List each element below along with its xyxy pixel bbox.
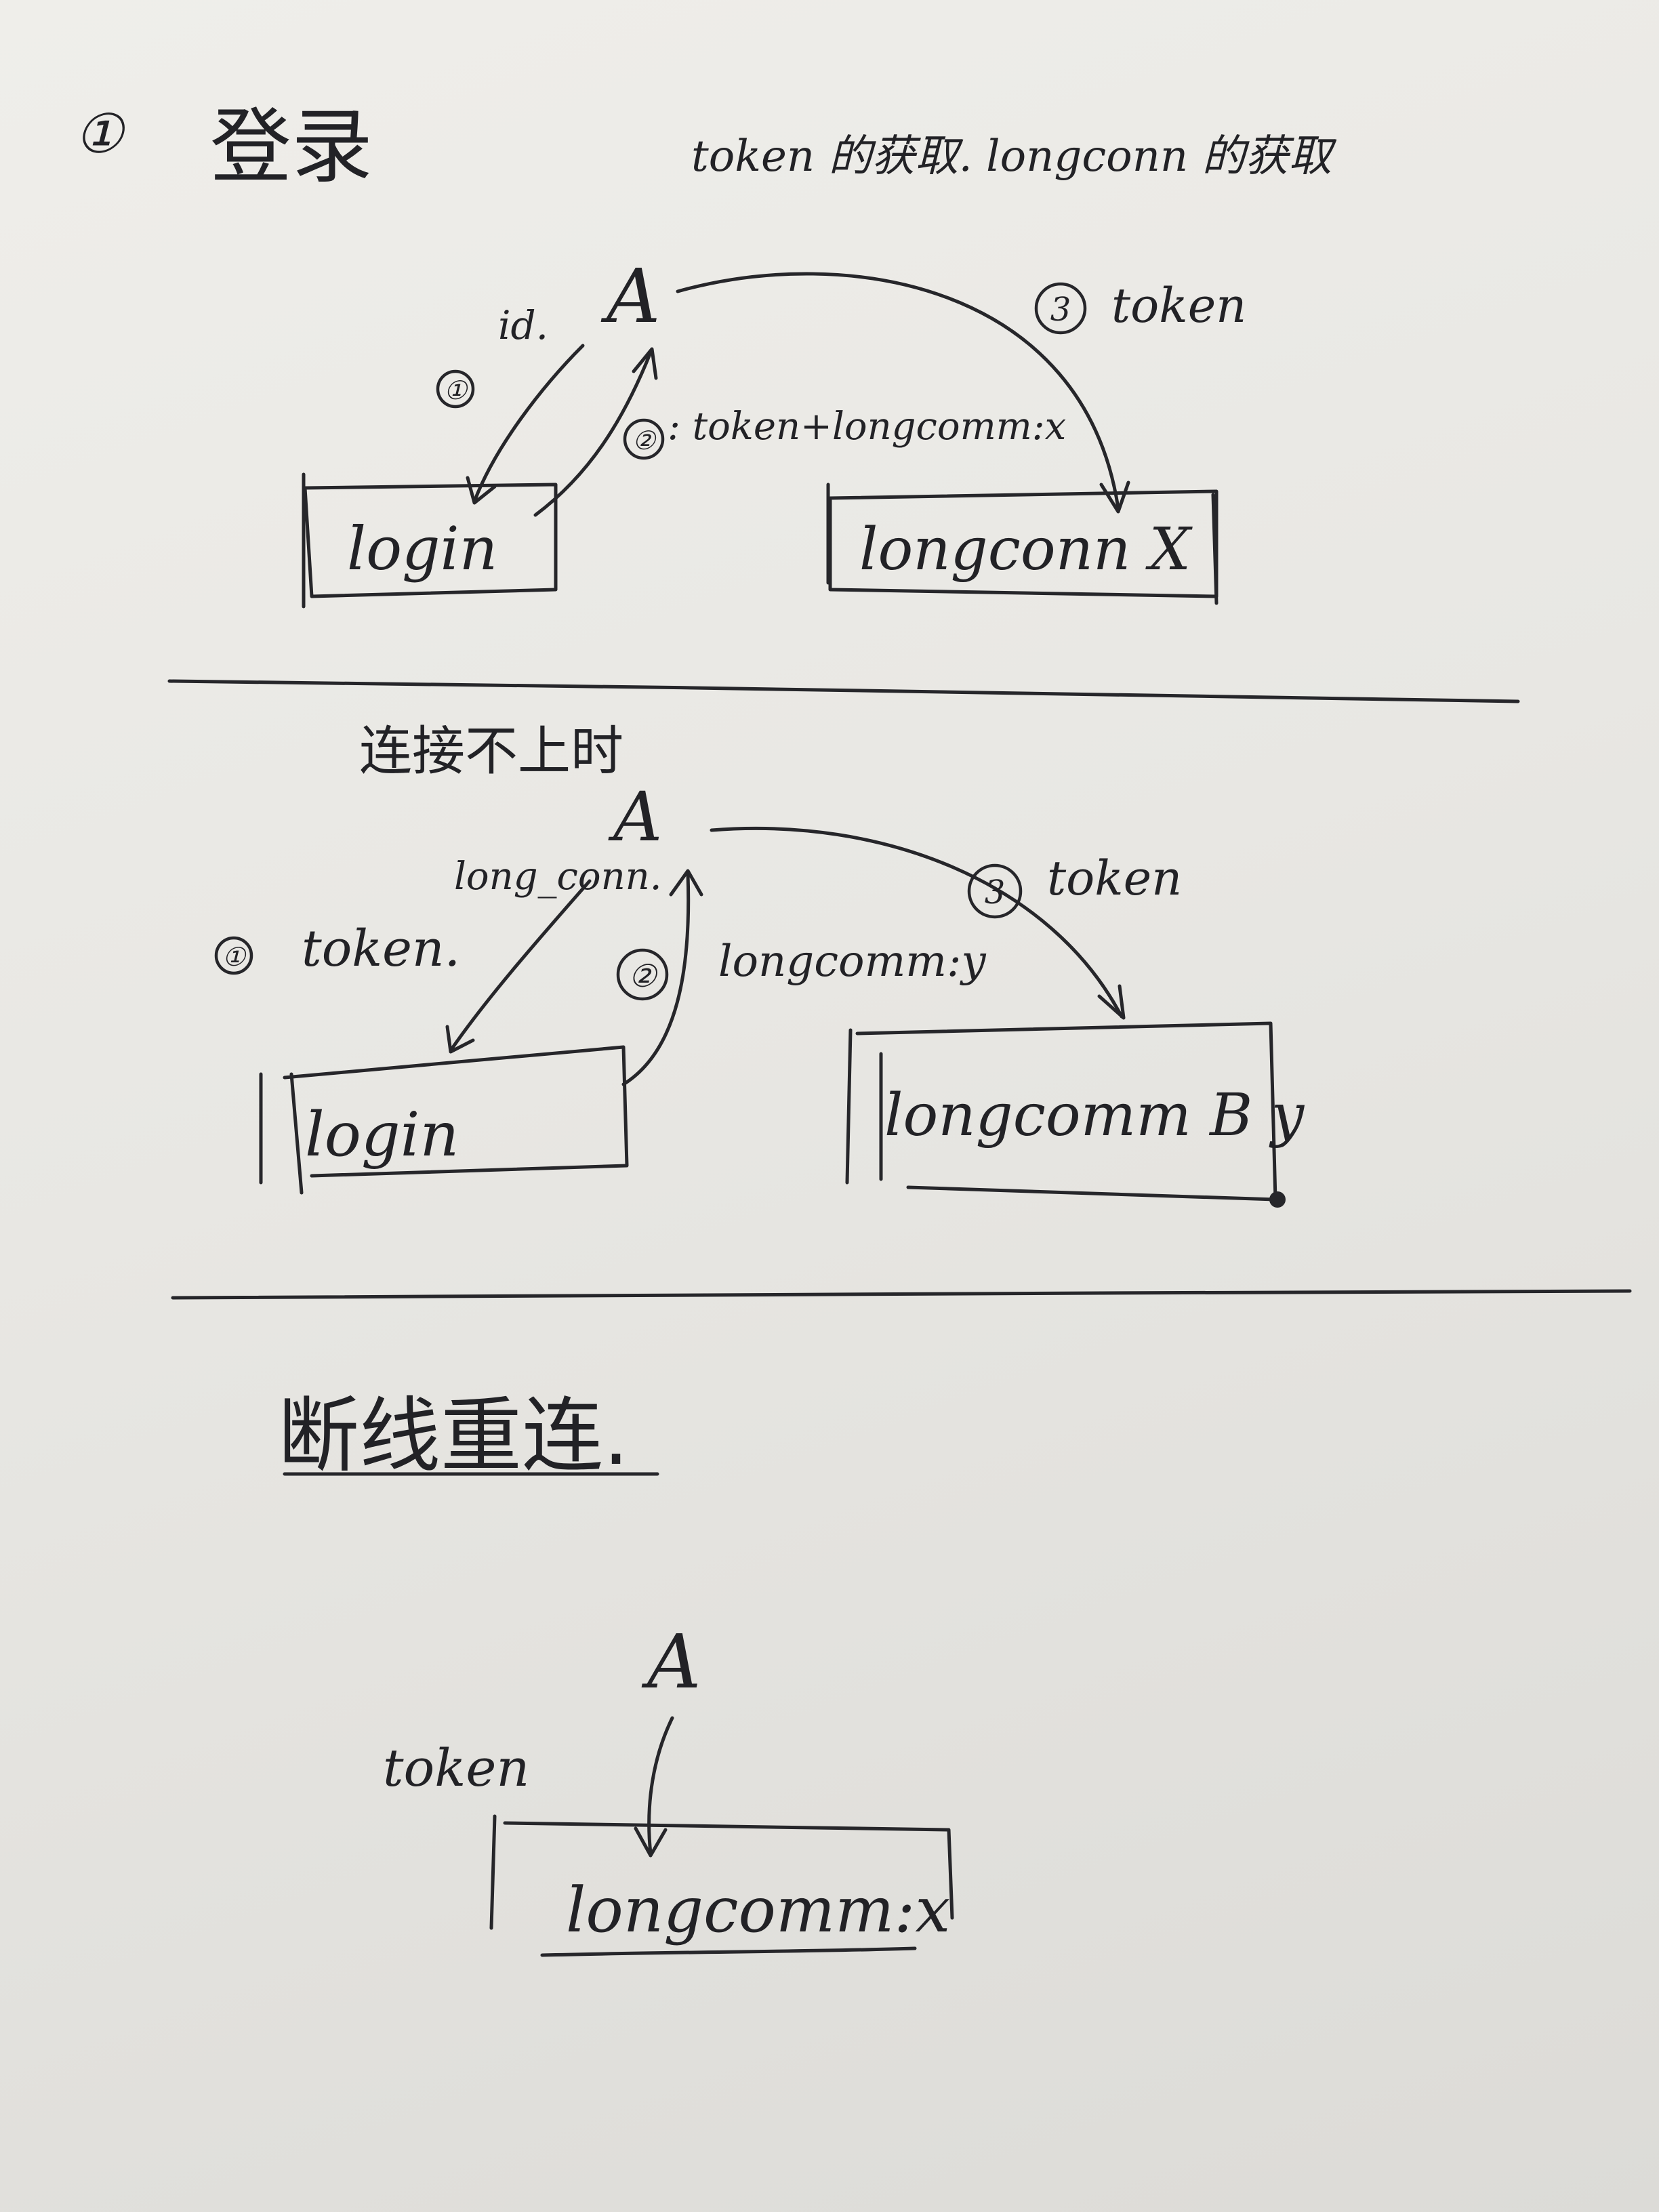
section-divider-1	[167, 679, 1520, 703]
section3-arrow-a-to-longcomm	[647, 1716, 674, 1856]
section2-login-box	[283, 1045, 629, 1178]
section1-title: 登录	[210, 100, 373, 194]
section1-edge2-num: ②	[632, 426, 657, 455]
section2-login-label: login	[305, 1099, 459, 1170]
section2-edge1-circle	[214, 936, 253, 975]
section2-edge3-circle	[967, 863, 1023, 919]
section3-longcomm-label: longcomm:x	[566, 1874, 950, 1946]
section2-edge1-note: long_conn.	[454, 855, 662, 899]
section1-edge2-circle	[623, 418, 665, 460]
section1-login-box	[303, 483, 558, 598]
section3-longcomm-box-bottom	[540, 1946, 917, 1957]
section2-arrowhead-login	[445, 1025, 475, 1054]
section1-edge1-num: ①	[444, 375, 468, 405]
section2-edge3-label: token	[1047, 851, 1182, 906]
section2-edge1-num: ①	[222, 942, 247, 972]
section2-edge2-circle	[616, 948, 669, 1001]
section2-login-box-inner-stroke	[289, 1072, 304, 1195]
section1-node-a: A	[600, 253, 660, 340]
section1-edge1-label: id.	[498, 302, 548, 348]
section2-arrowhead-a	[669, 869, 703, 897]
section-divider-2	[171, 1289, 1632, 1300]
section1-login-label: login	[347, 514, 497, 583]
section2-edge2-num: ②	[628, 958, 658, 994]
section2-longcomm-label: longcomm B y	[884, 1082, 1305, 1149]
section1-edge3-num: 3	[1050, 291, 1071, 329]
section1-edge1-circle	[436, 369, 475, 409]
section2-arrow-a-to-longcomm	[710, 826, 1124, 1019]
section3-title: 断线重连.	[278, 1389, 629, 1483]
section1-arrow-a-to-longconn	[676, 272, 1120, 510]
section2-ink-blot	[1269, 1191, 1286, 1208]
section3-arrowhead-longcomm	[634, 1826, 668, 1858]
section3-longcomm-box	[503, 1821, 954, 1920]
section1-longconn-label: longconn X	[859, 516, 1193, 583]
section3-node-a: A	[641, 1618, 701, 1705]
section1-longconn-box-right-stroke	[1211, 493, 1218, 605]
section1-edge3-label: token	[1111, 278, 1246, 333]
section1-arrow-a-to-login	[472, 344, 585, 504]
section2-arrow-a-to-login	[449, 879, 592, 1052]
section2-edge1-label: token.	[302, 920, 460, 978]
section2-node-a: A	[608, 777, 662, 857]
section2-edge2-label: longcomm:y	[718, 937, 987, 987]
section3-longcomm-box-left-stroke	[489, 1814, 497, 1930]
section2-edge3-num: 3	[985, 874, 1006, 912]
section1-edge2-label: : token+longcomm:x	[668, 405, 1066, 449]
section2-longcomm-box-left-stroke	[845, 1028, 853, 1185]
section1-edge3-circle	[1034, 282, 1087, 335]
section1-subtitle: token 的获取. longconn 的获取	[691, 131, 1336, 182]
section1-number: ①	[75, 102, 126, 165]
section2-arrow-login-to-a	[621, 872, 691, 1086]
section1-arrowhead-a	[632, 347, 658, 380]
section3-edge-label: token	[383, 1738, 529, 1798]
section2-arrowhead-longcomm	[1097, 984, 1126, 1020]
section2-title: 连接不上时	[359, 721, 623, 782]
section2-longcomm-box	[855, 1021, 1277, 1202]
